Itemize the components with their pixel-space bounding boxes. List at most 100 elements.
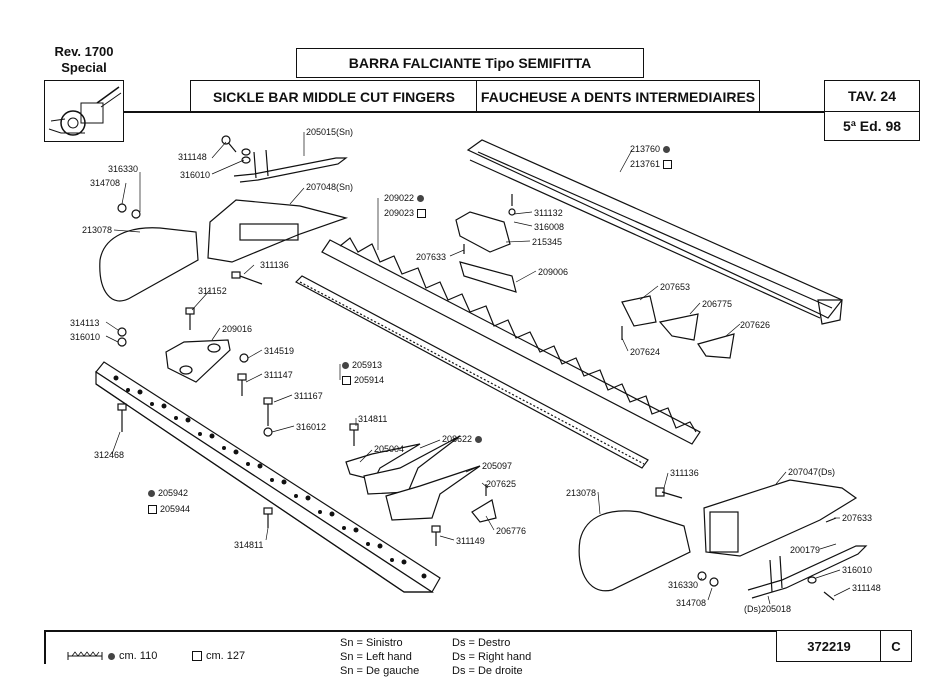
part-label: 316330 xyxy=(108,164,139,174)
part-label: 206775 xyxy=(702,299,733,309)
knife-bar-drawing xyxy=(295,275,649,469)
part-label: 314708 xyxy=(90,178,121,188)
edition: 5ª Ed. 98 xyxy=(824,111,920,141)
part-label: 314113 xyxy=(70,318,100,328)
leader-lines xyxy=(105,132,851,605)
title-french-text: FAUCHEUSE A DENTS INTERMEDIAIRES xyxy=(480,88,756,105)
cm127-square-icon xyxy=(417,209,427,219)
model-name: Special xyxy=(61,60,107,75)
title-english-text: SICKLE BAR MIDDLE CUT FINGERS xyxy=(213,88,455,105)
part-label: 207625 xyxy=(486,479,517,489)
left-bracket-drawing xyxy=(207,199,349,263)
part-number-text: 205914 xyxy=(354,375,385,385)
legend-right-hand: Ds = Destro Ds = Right hand Ds = De droi… xyxy=(452,636,531,678)
table-number-text: TAV. 24 xyxy=(848,88,896,104)
part-number-text: 205942 xyxy=(158,488,189,498)
cm127-label: cm. 127 xyxy=(206,650,246,662)
small-plate-drawing xyxy=(471,499,497,523)
cutter-bar-drawing xyxy=(95,361,441,593)
part-label: 314811 xyxy=(358,414,388,424)
legend-entry: Ds = De droite xyxy=(452,665,523,677)
part-label: 205914 xyxy=(342,375,385,386)
title-italian-text: BARRA FALCIANTE Tipo SEMIFITTA xyxy=(348,55,592,71)
bar-holes xyxy=(113,375,427,579)
right-shoe-drawing xyxy=(578,510,691,592)
length-option-110: cm. 110 xyxy=(66,650,157,662)
legend-entry: Ds = Right hand xyxy=(452,651,532,663)
part-label: 213078 xyxy=(566,488,597,498)
revision-letter: C xyxy=(880,630,912,662)
left-shoe-drawing xyxy=(99,227,199,302)
cm127-square-icon xyxy=(148,505,157,515)
part-label: 205913 xyxy=(342,360,382,370)
part-number-text: 213761 xyxy=(630,159,661,169)
part-label: 200179 xyxy=(790,545,821,555)
guard-bar-drawing xyxy=(466,139,843,325)
part-label: 314519 xyxy=(264,346,295,356)
part-label: (Ds)205018 xyxy=(744,604,792,614)
edition-text: 5ª Ed. 98 xyxy=(842,118,902,134)
document-code: 372219 xyxy=(776,630,882,662)
part-label: 213078 xyxy=(82,225,113,235)
part-label: 316010 xyxy=(180,170,211,180)
right-spring-clip-drawing xyxy=(747,545,868,599)
part-label: 213761 xyxy=(630,159,673,170)
part-label: 316012 xyxy=(296,422,327,432)
part-label: 207633 xyxy=(842,513,873,523)
part-label: 316010 xyxy=(842,565,873,575)
legend-entry: Sn = Sinistro xyxy=(340,637,403,649)
cm110-dot-icon xyxy=(475,436,483,444)
mower-machine-icon xyxy=(48,86,122,136)
title-italian: BARRA FALCIANTE Tipo SEMIFITTA xyxy=(296,48,644,78)
title-french: FAUCHEUSE A DENTS INTERMEDIAIRES xyxy=(476,80,760,112)
footer-rule xyxy=(44,630,912,632)
part-label: 205942 xyxy=(148,488,188,498)
revision-letter-text: C xyxy=(891,638,901,654)
part-label: 213760 xyxy=(630,144,671,154)
part-label: 316010 xyxy=(70,332,101,342)
cm110-dot-icon xyxy=(342,362,349,370)
part-label: 311147 xyxy=(264,370,293,380)
legend-entry: Ds = Destro xyxy=(452,637,511,649)
cm110-label: cm. 110 xyxy=(119,650,158,662)
part-label: 314708 xyxy=(676,598,707,608)
hold-down-clip-drawing xyxy=(455,211,517,293)
part-label: 205944 xyxy=(148,504,191,515)
part-label: 215345 xyxy=(532,237,563,247)
cm127-square-icon xyxy=(663,160,673,170)
clamp-plate-drawing xyxy=(165,339,231,383)
header-rule xyxy=(124,111,824,113)
part-label: 209023 xyxy=(384,208,427,219)
part-label: 207626 xyxy=(740,320,771,330)
title-english: SICKLE BAR MIDDLE CUT FINGERS xyxy=(190,80,478,112)
legend-entry: Sn = Left hand xyxy=(340,651,412,663)
part-label: 209016 xyxy=(222,324,253,334)
length-option-127: cm. 127 xyxy=(192,650,245,662)
part-label: 208622 xyxy=(442,434,483,444)
bolts-drawing xyxy=(117,135,837,601)
cm110-dot-icon xyxy=(663,146,671,154)
legend-entry: Sn = De gauche xyxy=(340,665,420,677)
part-label: 311136 xyxy=(670,468,699,478)
part-label: 209022 xyxy=(384,193,425,203)
part-number-text: 205944 xyxy=(160,504,191,514)
cm127-square-icon xyxy=(192,651,202,661)
part-label: 311148 xyxy=(852,583,881,593)
part-label: 205015(Sn) xyxy=(306,127,354,137)
finger-guards-drawing xyxy=(345,435,481,521)
part-number-text: 208622 xyxy=(442,434,473,444)
part-label: 206776 xyxy=(496,526,527,536)
finger-bar-drawing xyxy=(321,237,701,445)
footer-left-border xyxy=(44,630,46,664)
document-code-text: 372219 xyxy=(807,638,851,654)
part-label: 316008 xyxy=(534,222,565,232)
finger-plates-drawing xyxy=(621,295,735,359)
part-label: 314811 xyxy=(234,540,264,550)
part-label: 311152 xyxy=(198,286,227,296)
part-label: 311149 xyxy=(456,536,485,546)
part-number-text: 213760 xyxy=(630,144,661,154)
part-label: 207653 xyxy=(660,282,691,292)
left-spring-clip-drawing xyxy=(233,149,348,183)
part-label: 205097 xyxy=(482,461,513,471)
